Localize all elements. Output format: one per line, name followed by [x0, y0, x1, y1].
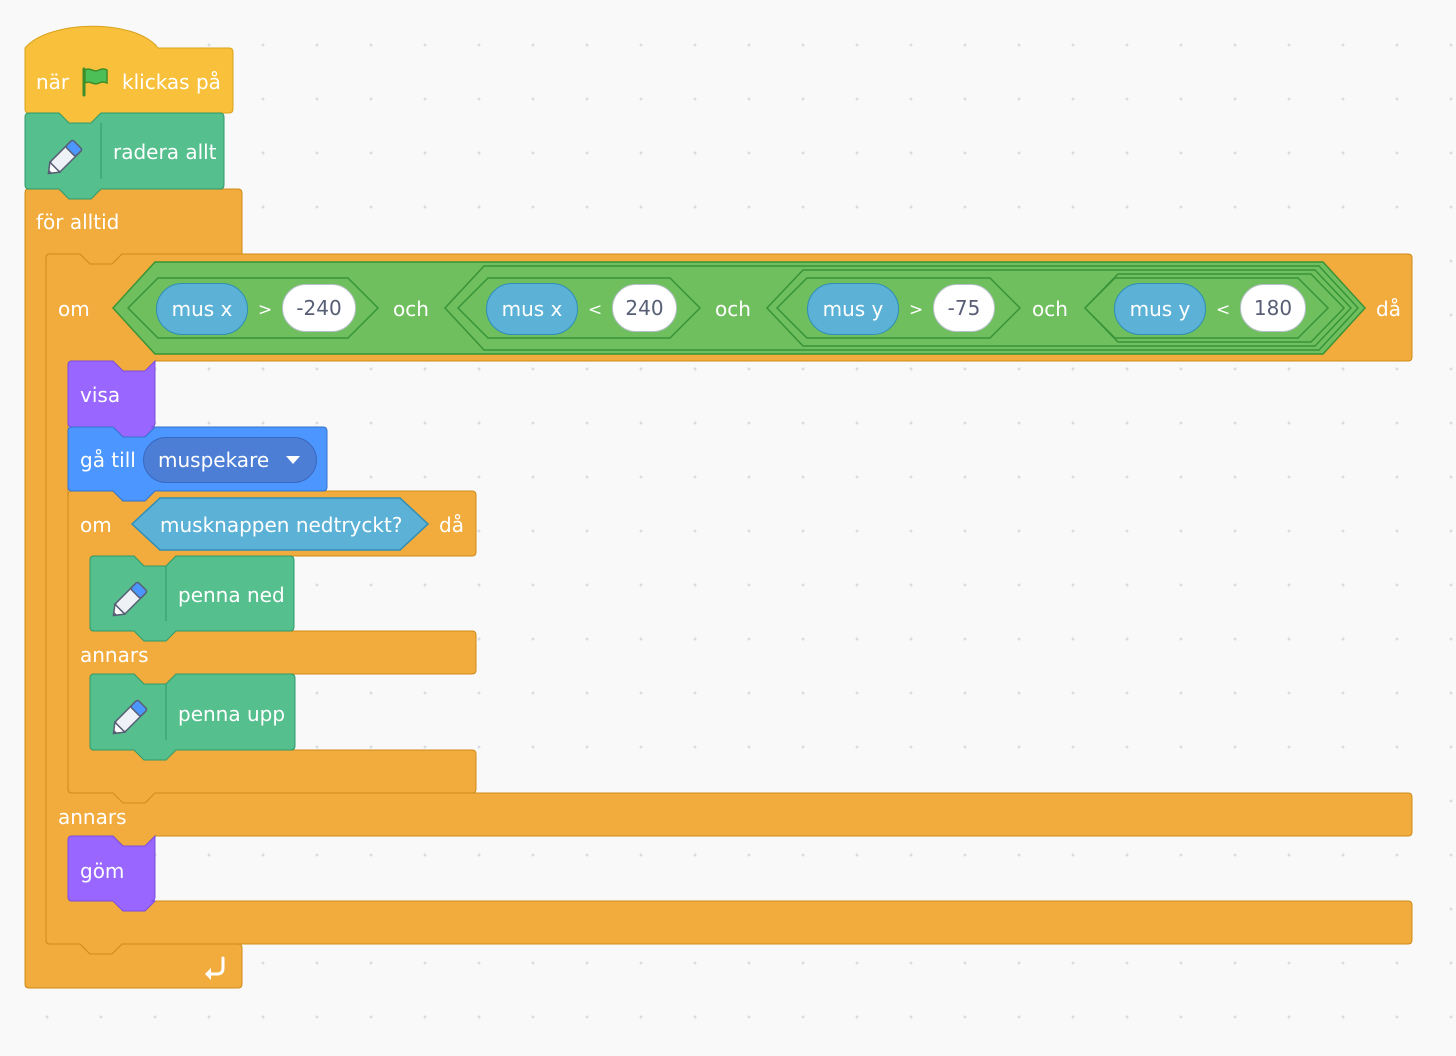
and-label-2: och	[715, 297, 751, 321]
greater-than-symbol: >	[258, 300, 273, 320]
if-label-outer: om	[58, 297, 90, 321]
forever-label: för alltid	[36, 210, 120, 234]
then-label-outer: då	[1376, 297, 1401, 321]
hide-block[interactable]	[67, 834, 157, 912]
erase-all-block[interactable]	[24, 112, 225, 200]
else-label-inner: annars	[80, 643, 149, 667]
mouse-down-label: musknappen nedtryckt?	[160, 513, 403, 537]
go-to-label: gå till	[80, 448, 136, 472]
mouse-x-reporter[interactable]: mus x	[156, 283, 248, 335]
value-input-1[interactable]: -240	[282, 284, 356, 332]
mouse-down-sensing-block[interactable]	[130, 497, 430, 551]
pen-up-block[interactable]	[89, 673, 296, 761]
go-to-target-value: muspekare	[158, 448, 270, 472]
value-input-4[interactable]: 180	[1240, 284, 1306, 332]
pen-icon	[47, 139, 83, 175]
green-flag-icon	[82, 67, 108, 97]
mouse-y-reporter[interactable]: mus y	[807, 283, 899, 335]
hide-label: göm	[80, 859, 125, 883]
pen-icon	[112, 581, 148, 617]
value-input-2[interactable]: 240	[612, 284, 677, 332]
pen-down-block[interactable]	[89, 555, 295, 642]
dropdown-arrow-icon	[286, 456, 300, 464]
and-label-3: och	[1032, 297, 1068, 321]
pen-down-label: penna ned	[178, 583, 285, 607]
less-than-symbol: <	[588, 300, 603, 320]
else-label-outer: annars	[58, 805, 127, 829]
mouse-y-reporter[interactable]: mus y	[1114, 283, 1206, 335]
mouse-x-reporter[interactable]: mus x	[486, 283, 578, 335]
value-input-3[interactable]: -75	[933, 284, 995, 332]
pen-up-label: penna upp	[178, 702, 286, 726]
greater-than-symbol: >	[909, 300, 924, 320]
hat-when-label: när	[36, 70, 70, 94]
go-to-target-dropdown[interactable]: muspekare	[143, 437, 317, 483]
pen-icon	[112, 699, 148, 735]
erase-all-label: radera allt	[113, 140, 217, 164]
if-else-block-inner[interactable]	[67, 490, 477, 804]
hat-clicked-label: klickas på	[122, 70, 221, 94]
show-label: visa	[80, 383, 121, 407]
and-label-1: och	[393, 297, 429, 321]
if-label-inner: om	[80, 513, 112, 537]
less-than-symbol: <	[1216, 300, 1231, 320]
then-label-inner: då	[439, 513, 464, 537]
loop-arrow-icon	[205, 956, 225, 980]
